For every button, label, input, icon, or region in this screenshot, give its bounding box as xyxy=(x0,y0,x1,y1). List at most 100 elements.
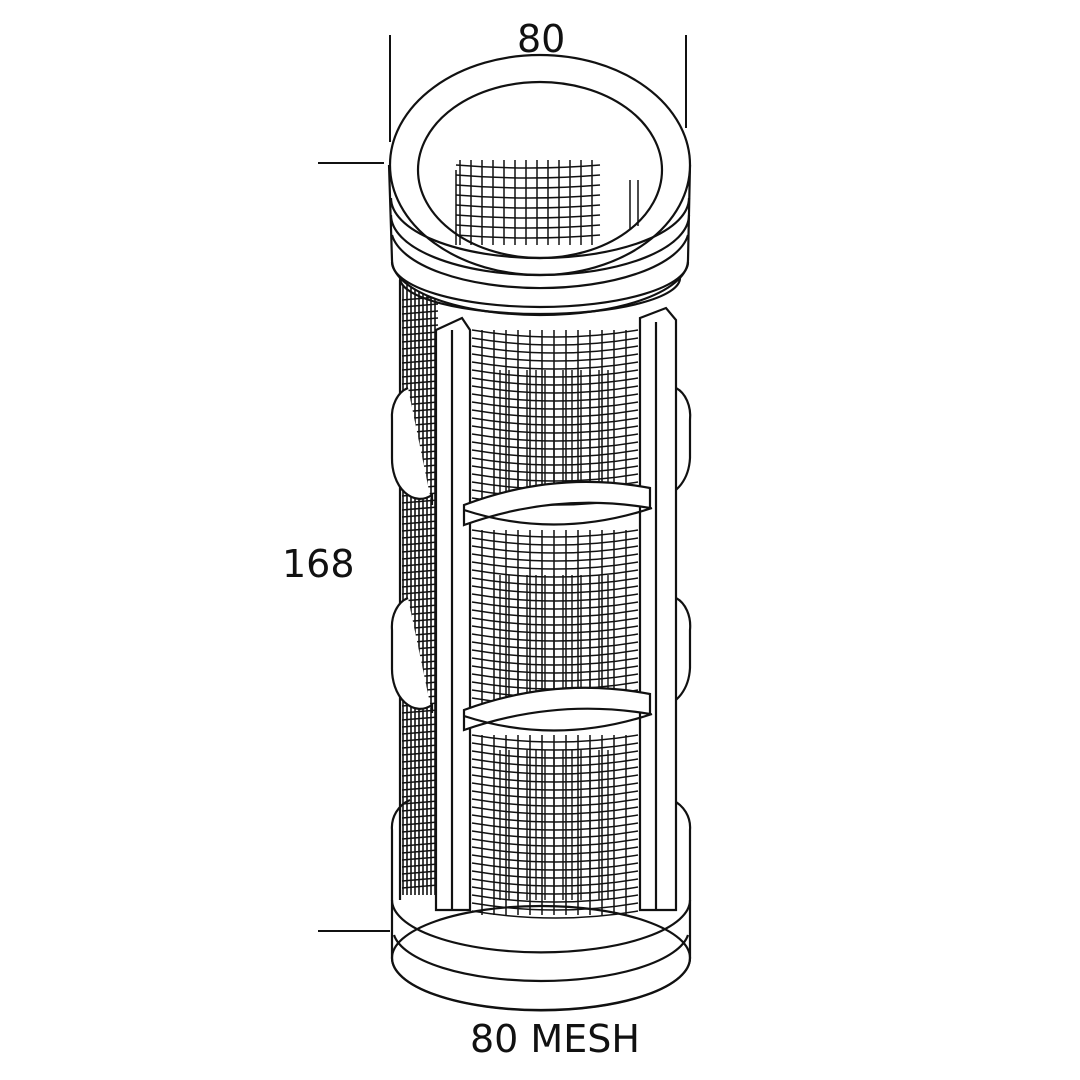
mesh-wire xyxy=(471,345,639,354)
mesh-wire xyxy=(471,878,639,887)
mesh-wire xyxy=(401,793,439,798)
mesh-wire xyxy=(455,164,601,169)
mesh-wire xyxy=(471,369,639,378)
mesh-wire xyxy=(401,814,439,819)
mesh-wire xyxy=(471,665,639,674)
bottom-collar-left xyxy=(390,798,411,900)
mesh-wire xyxy=(471,409,639,418)
mesh-wire xyxy=(401,744,439,749)
top-cap xyxy=(387,53,692,317)
ring-upper-left xyxy=(390,386,434,505)
mesh-wire xyxy=(471,601,639,610)
cartridge-body xyxy=(390,798,692,1012)
mesh-wire xyxy=(471,633,639,642)
mesh-wire xyxy=(401,527,439,532)
mesh-wire xyxy=(471,886,639,895)
mesh-wire xyxy=(471,657,639,666)
mesh-wire xyxy=(401,737,439,742)
mesh-wire xyxy=(401,513,439,518)
mesh-wire xyxy=(471,806,639,815)
dimension-lines xyxy=(318,35,687,932)
mesh-wire xyxy=(401,548,439,553)
mesh-wire xyxy=(401,765,439,770)
mesh-wire xyxy=(471,441,639,450)
mesh-wire xyxy=(471,457,639,466)
mesh-wire xyxy=(471,569,639,578)
mesh-wire xyxy=(471,385,639,394)
mesh-wire xyxy=(401,807,439,812)
bottom-ring-outer xyxy=(390,900,692,1012)
mesh-wire xyxy=(471,553,639,562)
mesh-wire xyxy=(471,609,639,618)
mesh-wire xyxy=(471,641,639,650)
mesh-wire xyxy=(471,758,639,767)
mesh-wire xyxy=(471,329,639,338)
mesh-wire xyxy=(401,541,439,546)
mesh-wire xyxy=(401,562,439,567)
mesh-wire xyxy=(401,345,439,350)
top-cap-groove-3 xyxy=(390,234,690,290)
mesh-wire xyxy=(401,338,439,343)
mesh-wire xyxy=(401,352,439,357)
mesh-wire xyxy=(401,506,439,511)
mesh-wire xyxy=(401,835,439,840)
mesh-wire xyxy=(471,673,639,682)
mesh-wire xyxy=(401,828,439,833)
mesh-wire xyxy=(401,324,439,329)
height-dimension-label: 168 xyxy=(282,542,355,586)
mesh-wire xyxy=(471,561,639,570)
mesh-wire xyxy=(401,576,439,581)
mesh-wire xyxy=(401,730,439,735)
mesh-wire xyxy=(471,649,639,658)
mesh-wire xyxy=(471,798,639,807)
front-mesh xyxy=(471,329,639,919)
mesh-wire xyxy=(471,417,639,426)
mesh-wire xyxy=(471,593,639,602)
bottom-ring-edge xyxy=(390,904,692,1012)
mesh-wire xyxy=(471,585,639,594)
mesh-wire xyxy=(455,194,601,199)
mesh-wire xyxy=(471,433,639,442)
mesh-wire xyxy=(471,577,639,586)
mesh-wire xyxy=(401,583,439,588)
mesh-caption: 80 MESH xyxy=(470,1017,640,1061)
bottom-ring-top xyxy=(390,899,692,954)
mesh-wire xyxy=(401,366,439,371)
mesh-wire xyxy=(401,520,439,525)
mesh-wire xyxy=(401,842,439,847)
mesh-wire xyxy=(401,758,439,763)
ring-lower-left xyxy=(390,596,434,713)
opening-mesh xyxy=(455,160,639,245)
mesh-wire xyxy=(455,174,601,179)
mesh-wire xyxy=(401,884,439,889)
mesh-wire xyxy=(401,772,439,777)
mesh-wire xyxy=(401,310,439,315)
mesh-wire xyxy=(401,534,439,539)
mesh-wire xyxy=(455,224,601,229)
mesh-wire xyxy=(471,625,639,634)
top-cap-groove-2 xyxy=(389,214,691,277)
rail-right-front xyxy=(638,306,678,912)
width-dimension-label: 80 xyxy=(517,17,566,61)
mesh-wire xyxy=(401,303,439,308)
mesh-wire xyxy=(471,750,639,759)
mesh-wire xyxy=(471,734,639,743)
mesh-wire xyxy=(401,380,439,385)
mesh-wire xyxy=(401,317,439,322)
mesh-wire xyxy=(471,830,639,839)
mesh-wire xyxy=(471,529,639,538)
mesh-wire xyxy=(401,751,439,756)
mesh-wire xyxy=(471,361,639,370)
mesh-wire xyxy=(471,617,639,626)
crossbar-upper-front xyxy=(463,506,653,526)
mesh-wire xyxy=(471,894,639,903)
mesh-wire xyxy=(471,838,639,847)
mesh-wire xyxy=(471,393,639,402)
mesh-wire xyxy=(401,331,439,336)
mesh-wire xyxy=(455,214,601,219)
mesh-wire xyxy=(471,854,639,863)
mesh-wire xyxy=(471,465,639,474)
mesh-wire xyxy=(471,766,639,775)
mesh-wire xyxy=(471,814,639,823)
